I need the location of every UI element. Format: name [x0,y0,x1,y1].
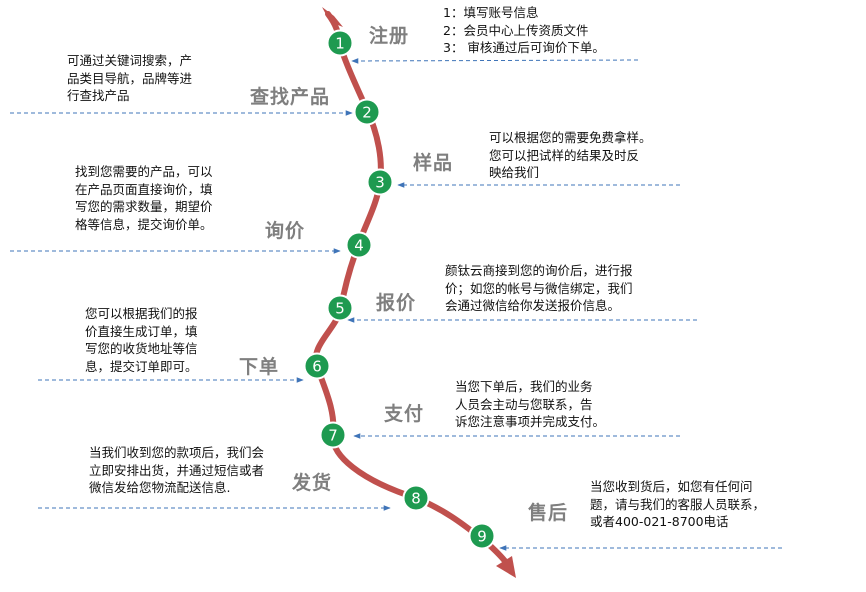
step-title-sample: 样品 [413,152,454,174]
svg-text:3: 3 [375,174,385,192]
step-desc-inquiry: 找到您需要的产品，可以 在产品页面直接询价，填 写您的需求数量，期望价 格等信息… [75,164,213,232]
step-circle-3: 3 [366,168,394,196]
step-desc-order: 您可以根据我们的报 价直接生成订单，填 写您的收货地址等信 息，提交订单即可。 [85,306,198,374]
connector-arrow-1 [351,58,639,64]
step-desc-quote: 颜钛云商接到您的询价后，进行报 价；如您的帐号与微信绑定，我们 会通过微信给你发… [445,263,633,313]
step-circle-9: 9 [468,522,496,550]
step-title-order: 下单 [239,356,280,378]
step-circle-1: 1 [326,29,354,57]
step-desc-shipping: 当我们收到您的款项后，我们会 立即安排出货，并通过短信或者 微信发给您物流配送信… [89,445,265,495]
step-desc-sample: 可以根据您的需要免费拿样。 您可以把试样的结果及时反 映给我们 [489,130,652,180]
step-title-quote: 报价 [376,292,417,314]
step-title-find-product: 查找产品 [250,86,331,108]
step-desc-register: 1：填写账号信息 2：会员中心上传资质文件 3： 审核通过后可询价下单。 [443,5,605,55]
step-circle-8: 8 [402,484,430,512]
step-title-after-sales: 售后 [528,502,569,524]
step-title-shipping: 发货 [292,472,333,494]
step-circle-6: 6 [303,352,331,380]
svg-text:2: 2 [362,104,372,122]
svg-text:7: 7 [328,427,338,445]
step-desc-payment: 当您下单后，我们的业务 人员会主动与您联系，告 诉您注意事项并完成支付。 [455,379,606,429]
step-title-register: 注册 [369,25,410,47]
step-desc-after-sales: 当您收到货后，如您有任何问 题，请与我们的客服人员联系， 或者400-021-8… [590,479,766,529]
svg-text:4: 4 [354,237,364,255]
step-circle-2: 2 [353,98,381,126]
path-end-arrowhead [496,556,516,578]
step-desc-find-product: 可通过关键词搜索，产 品类目导航，品牌等进 行查找产品 [67,53,193,103]
svg-text:8: 8 [411,490,421,508]
svg-text:5: 5 [335,300,345,318]
step-circle-7: 7 [319,421,347,449]
step-title-payment: 支付 [384,403,425,425]
step-circle-4: 4 [345,231,373,259]
step-circle-5: 5 [326,294,354,322]
svg-text:6: 6 [312,358,322,376]
step-title-inquiry: 询价 [265,220,306,242]
svg-text:9: 9 [477,528,487,546]
svg-text:1: 1 [335,35,345,53]
